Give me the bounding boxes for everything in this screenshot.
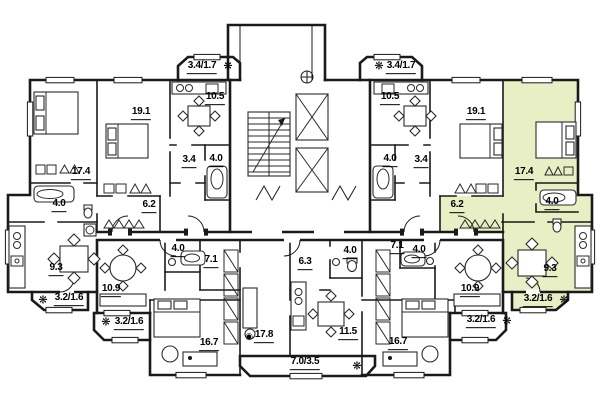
armchair: [421, 345, 439, 363]
drain-icon: ◉: [245, 332, 253, 342]
area-label-room-19-1-right: 19.1: [465, 106, 487, 120]
area-label-room-17-4-left: 17.4: [70, 166, 92, 180]
fixtures: [8, 81, 592, 331]
washbasin: [425, 256, 435, 266]
kitchen-counter: [8, 225, 26, 289]
area-label-room-4-0-right-corner: 4.0: [544, 196, 560, 210]
area-label-room-6-2-right: 6.2: [449, 199, 465, 213]
kitchen-counter: [290, 281, 307, 331]
area-label-room-17-4-right: 17.4: [513, 166, 535, 180]
area-label-room-4-0-bottom-right: 4.0: [411, 244, 427, 258]
inner-walls: [7, 79, 593, 376]
kitchen-counter: [171, 81, 227, 95]
snowflake-icon: ❋: [374, 59, 384, 73]
area-label-balcony-top-right: 3.4/1.7: [385, 60, 417, 74]
stair-core: [239, 25, 357, 202]
area-label-room-4-0-bottom-center: 4.0: [342, 245, 358, 259]
furniture: [33, 91, 577, 367]
area-label-room-9-3-left: 9.3: [48, 262, 64, 276]
door-jambs: [108, 228, 478, 236]
sofa: [242, 287, 258, 329]
area-label-room-11-5: 11.5: [338, 326, 358, 340]
area-label-balcony-bottom-right: 3.2/1.6: [465, 314, 497, 328]
area-label-room-19-1-left: 19.1: [130, 106, 152, 120]
area-label-room-10-9-right: 10.9: [459, 283, 481, 297]
area-label-room-17-8: 17.8: [253, 329, 275, 343]
area-label-room-6-3: 6.3: [297, 256, 313, 270]
area-label-room-6-2-left: 6.2: [141, 199, 157, 213]
dining-table: [317, 301, 345, 327]
snowflake-icon: ❋: [352, 359, 362, 373]
kitchen-counter: [373, 81, 429, 95]
area-label-room-16-7-right: 16.7: [387, 336, 409, 350]
desk: [182, 351, 218, 367]
door-openings: [60, 229, 540, 295]
washbasin: [167, 257, 177, 267]
snowflake-icon: ❋: [223, 59, 233, 73]
area-label-balcony-bottom-left: 3.2/1.6: [113, 316, 145, 330]
area-label-room-3-4-left: 3.4: [181, 154, 197, 168]
area-label-balcony-bottom-center: 7.0/3.5: [289, 356, 321, 370]
area-label-room-10-5-left: 10.5: [204, 91, 226, 105]
snowflake-icon: ❋: [559, 293, 569, 307]
snowflake-icon: ❋: [502, 314, 512, 328]
area-label-room-9-3-right: 9.3: [542, 263, 558, 277]
area-label-room-16-7-left: 16.7: [198, 337, 220, 351]
sofa: [99, 293, 147, 307]
area-label-balcony-top-left: 3.4/1.7: [186, 60, 218, 74]
armchair: [161, 345, 179, 363]
area-label-room-4-0-right-inner: 4.0: [382, 153, 398, 167]
area-label-room-4-0-left-inner: 4.0: [208, 153, 224, 167]
area-label-room-10-5-right: 10.5: [379, 91, 401, 105]
snowflake-icon: ❋: [38, 293, 48, 307]
area-label-room-10-9-left: 10.9: [100, 283, 122, 297]
area-label-room-7-1-bottom-left: 7.1: [203, 254, 219, 268]
area-label-room-3-4-right: 3.4: [413, 154, 429, 168]
area-label-balcony-mid-left: 3.2/1.6: [53, 292, 85, 306]
kitchen-counter: [574, 225, 592, 289]
washbasin: [331, 257, 341, 267]
area-label-room-4-0-bottom-left: 4.0: [170, 243, 186, 257]
area-label-room-4-0-left-corner: 4.0: [51, 198, 67, 212]
area-label-balcony-mid-right: 3.2/1.6: [522, 293, 554, 307]
windows: [4, 53, 596, 380]
area-label-room-7-1-bottom-right: 7.1: [389, 240, 405, 254]
wardrobes: [35, 163, 574, 345]
sofa: [453, 293, 501, 307]
desk: [382, 351, 418, 367]
snowflake-icon: ❋: [101, 315, 111, 329]
